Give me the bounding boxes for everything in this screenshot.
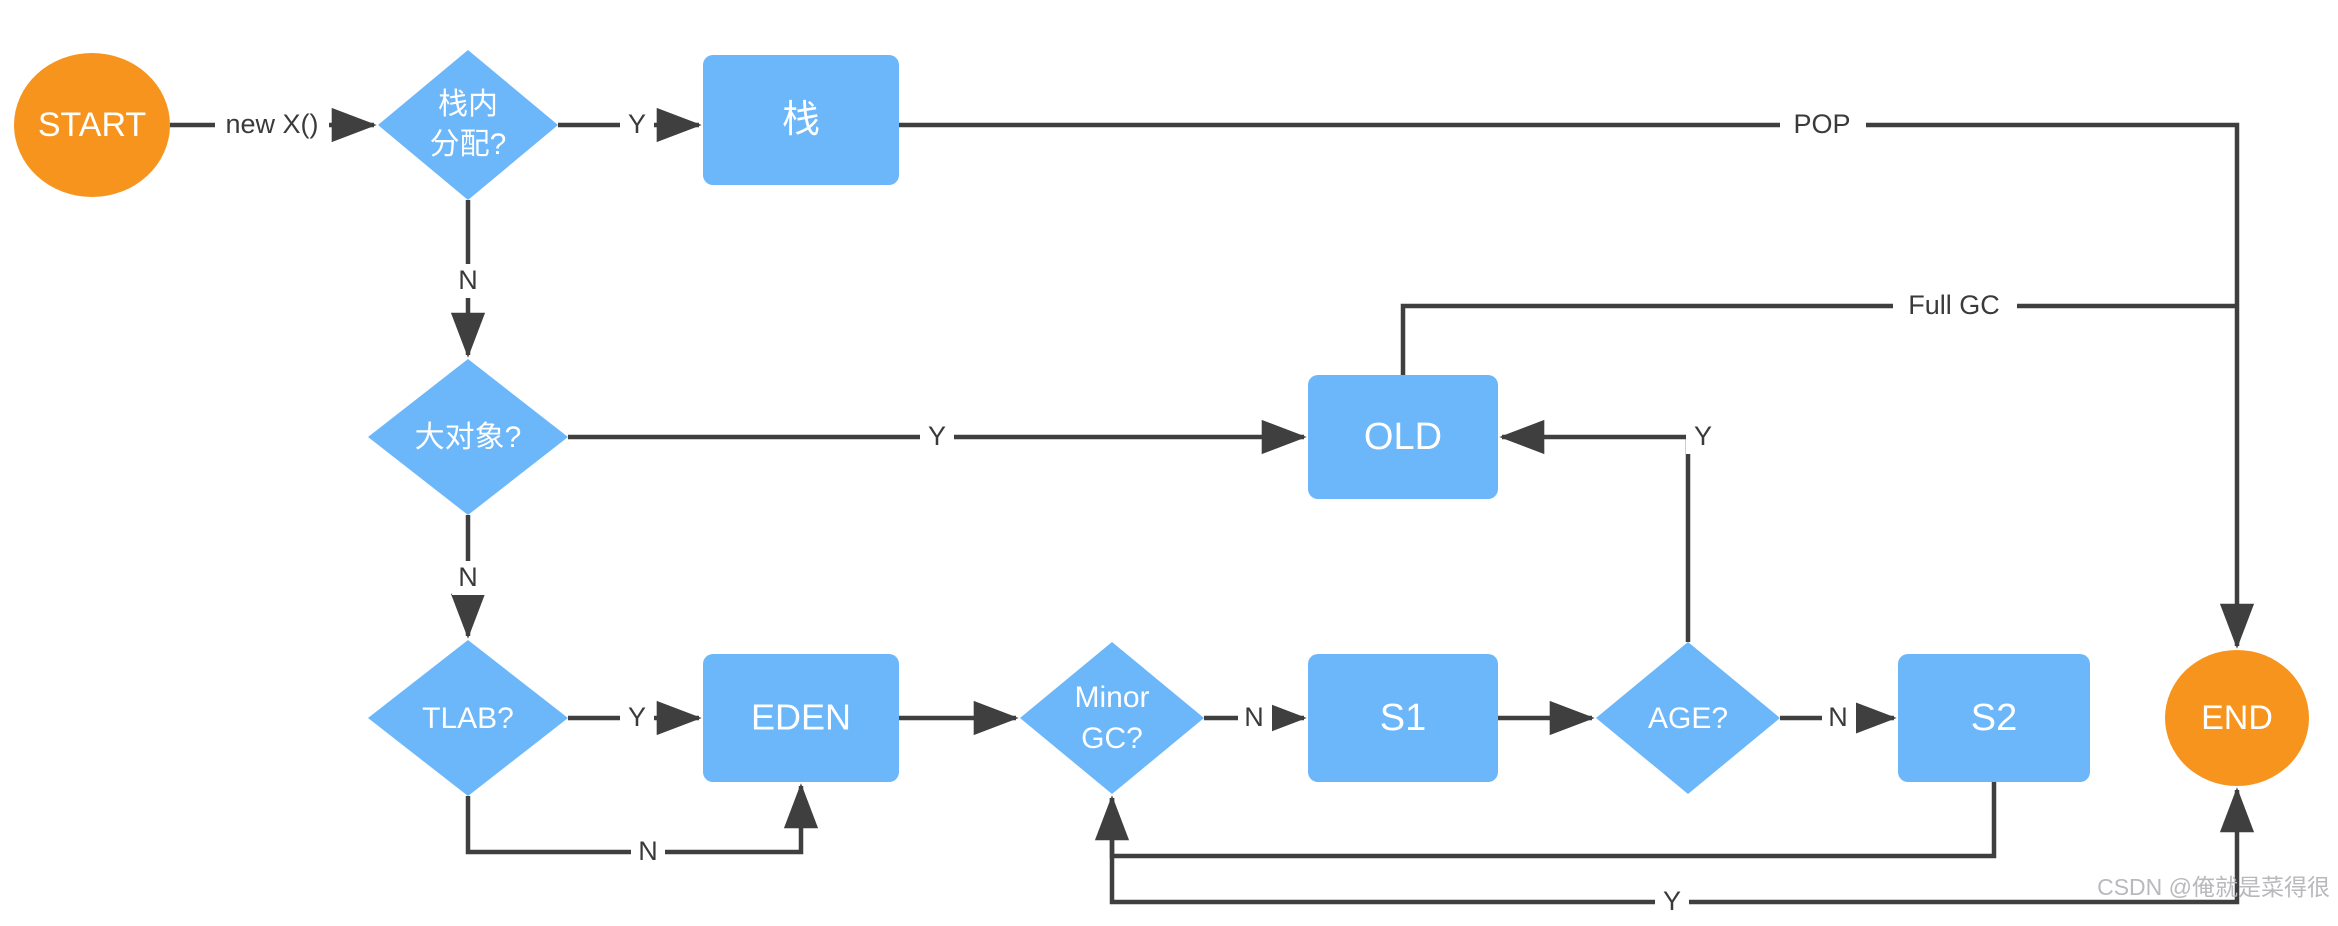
edge-label-age-yes-group: Y xyxy=(1686,420,1720,454)
node-eden-label: EDEN xyxy=(751,697,851,738)
edge-label-age-no-group: N xyxy=(1822,701,1856,735)
edge-label-stackq-yes: Y xyxy=(628,109,646,139)
edge-s2-to-minorgc xyxy=(1094,782,1997,859)
node-tlab-question-label: TLAB? xyxy=(422,702,514,735)
node-start-label: START xyxy=(38,106,146,144)
node-s1[interactable]: S1 xyxy=(1308,654,1498,782)
node-age-question[interactable]: AGE? xyxy=(1596,642,1780,794)
edge-label-tlab-yes-group: Y xyxy=(620,701,654,735)
node-stack[interactable]: 栈 xyxy=(703,55,899,185)
node-stack-allocation-question[interactable]: 栈内 分配? xyxy=(378,50,558,200)
edge-label-pop: POP xyxy=(1793,109,1850,139)
edge-label-new-x-group: new X() xyxy=(215,107,329,143)
node-layer: START 栈内 分配? 栈 大对象? OLD xyxy=(14,50,2309,796)
edge-label-layer: new X() Y POP N Y N xyxy=(215,107,2017,919)
edge-label-minorgc-yes: Y xyxy=(1663,886,1681,916)
edge-stack-to-end-pop xyxy=(899,122,2255,649)
edge-age-to-old-yes xyxy=(1499,419,1691,642)
edge-old-to-end-fullgc xyxy=(1400,303,2237,375)
node-stack-label: 栈 xyxy=(782,99,820,141)
node-minor-gc-question-label-line2: GC? xyxy=(1081,722,1143,755)
node-start[interactable]: START xyxy=(14,53,170,197)
edge-label-minorgc-no: N xyxy=(1244,702,1264,732)
node-end-label: END xyxy=(2201,699,2273,737)
edge-label-age-no: N xyxy=(1828,702,1848,732)
edge-label-new-x: new X() xyxy=(225,109,318,139)
node-tlab-question[interactable]: TLAB? xyxy=(368,640,568,796)
edge-label-bigobject-no-group: N xyxy=(452,561,486,595)
node-age-question-label: AGE? xyxy=(1648,702,1728,735)
node-stack-allocation-question-label-line2: 分配? xyxy=(430,128,507,161)
node-big-object-question[interactable]: 大对象? xyxy=(368,359,568,515)
edge-label-bigobject-yes-group: Y xyxy=(920,420,954,454)
edge-label-age-yes: Y xyxy=(1694,421,1712,451)
csdn-watermark: CSDN @俺就是菜得很 xyxy=(2097,874,2330,900)
node-old-label: OLD xyxy=(1364,416,1442,458)
node-old[interactable]: OLD xyxy=(1308,375,1498,499)
edge-label-tlab-yes: Y xyxy=(628,702,646,732)
node-eden[interactable]: EDEN xyxy=(703,654,899,782)
edge-label-pop-group: POP xyxy=(1780,108,1866,142)
edge-label-fullgc-group: Full GC xyxy=(1893,289,2017,323)
edge-label-minorgc-yes-group: Y xyxy=(1655,885,1689,919)
edge-label-fullgc: Full GC xyxy=(1908,290,2000,320)
edge-label-stackq-no-group: N xyxy=(452,264,486,298)
node-big-object-question-label: 大对象? xyxy=(415,421,522,454)
edge-label-bigobject-yes: Y xyxy=(928,421,946,451)
node-s2[interactable]: S2 xyxy=(1898,654,2090,782)
edge-label-stackq-yes-group: Y xyxy=(620,108,654,142)
node-s1-label: S1 xyxy=(1380,697,1426,739)
edge-label-bigobject-no: N xyxy=(458,562,478,592)
node-minor-gc-question[interactable]: Minor GC? xyxy=(1020,642,1204,794)
edge-label-minorgc-no-group: N xyxy=(1238,701,1272,735)
node-end[interactable]: END xyxy=(2165,650,2309,786)
edge-label-tlab-no-group: N xyxy=(631,835,665,869)
edge-label-stackq-no: N xyxy=(458,265,478,295)
node-s2-label: S2 xyxy=(1971,697,2017,739)
edge-label-tlab-no: N xyxy=(638,836,658,866)
node-stack-allocation-question-label-line1: 栈内 xyxy=(438,88,498,121)
node-minor-gc-question-label-line1: Minor xyxy=(1074,681,1149,714)
